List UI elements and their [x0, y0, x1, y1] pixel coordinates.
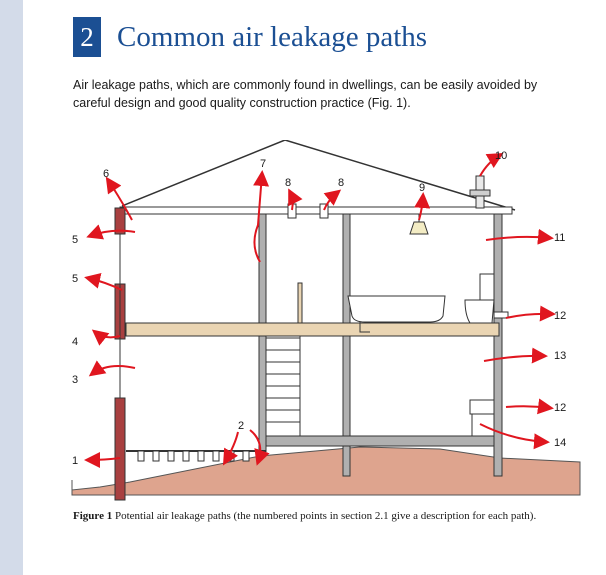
arrow-path-6 [105, 176, 133, 221]
arrow-path-8a [288, 188, 303, 211]
caption-label: Figure 1 [73, 510, 113, 522]
arrow-path-5-upper [86, 224, 136, 240]
intro-paragraph: Air leakage paths, which are commonly fo… [73, 78, 538, 110]
right-wall [493, 213, 503, 477]
arrow-path-14 [479, 423, 550, 450]
callout-label: 12 [554, 402, 566, 414]
arrow-path-10 [479, 152, 504, 177]
bath-waste-pipe [359, 322, 370, 333]
callout-label: 3 [72, 374, 78, 386]
toilet-soil-pipe [493, 311, 509, 319]
section-title: Common air leakage paths [117, 21, 428, 53]
suspended-floor-supports [137, 450, 250, 462]
stair-newel-post [297, 282, 303, 324]
callout-label: 5 [72, 273, 78, 285]
flue-collar [469, 189, 491, 197]
callout-label: 7 [260, 158, 266, 170]
arrow-path-3 [88, 360, 136, 377]
arrow-path-5-lower [84, 272, 123, 291]
callout-label: 14 [554, 437, 566, 449]
ground-floor-slab [265, 435, 495, 447]
page-margin-bar [0, 0, 23, 575]
ceiling-joist [119, 206, 513, 215]
arrow-path-12-upper [505, 305, 556, 322]
arrow-path-8b [323, 189, 342, 211]
interior-wall-right [342, 213, 351, 477]
callout-label: 10 [495, 150, 507, 162]
arrow-path-13 [483, 347, 548, 364]
callout-label: 12 [554, 310, 566, 322]
callout-label: 4 [72, 336, 78, 348]
callout-label: 8 [338, 177, 344, 189]
arrow-path-1 [84, 451, 121, 468]
arrow-path-2a [222, 431, 239, 466]
callout-label: 9 [419, 182, 425, 194]
arrow-path-2b [249, 429, 270, 466]
arrow-path-9 [414, 192, 431, 221]
kitchen-sink [469, 399, 495, 415]
callout-label: 8 [285, 177, 291, 189]
callout-label: 6 [103, 168, 109, 180]
toilet-cistern [479, 273, 495, 303]
callout-label: 13 [554, 350, 566, 362]
staircase [266, 336, 301, 436]
section-number: 2 [73, 17, 101, 57]
ground [71, 446, 581, 496]
toilet-bowl [464, 299, 495, 324]
house-cross-section-diagram: 1 2 3 4 5 5 6 7 8 8 9 10 11 12 12 13 14 [71, 140, 581, 501]
callout-label: 2 [238, 420, 244, 432]
callout-label: 11 [554, 232, 565, 244]
arrow-path-4 [91, 329, 121, 346]
roof-outline [121, 140, 516, 211]
arrow-path-11 [485, 228, 554, 245]
arrow-path-12-lower [505, 398, 554, 415]
first-floor-slab [125, 322, 500, 337]
ceiling-light [409, 221, 429, 235]
callout-label: 1 [72, 455, 78, 467]
left-wall-brick-lower [114, 397, 126, 501]
bath-tub [347, 295, 446, 323]
figure-caption: Figure 1 Potential air leakage paths (th… [73, 509, 553, 524]
arrow-path-7 [253, 170, 270, 263]
caption-text: Potential air leakage paths (the numbere… [112, 510, 537, 522]
callout-label: 5 [72, 234, 78, 246]
figure-air-leakage-diagram: 1 2 3 4 5 5 6 7 8 8 9 10 11 12 12 13 14 [60, 140, 600, 510]
